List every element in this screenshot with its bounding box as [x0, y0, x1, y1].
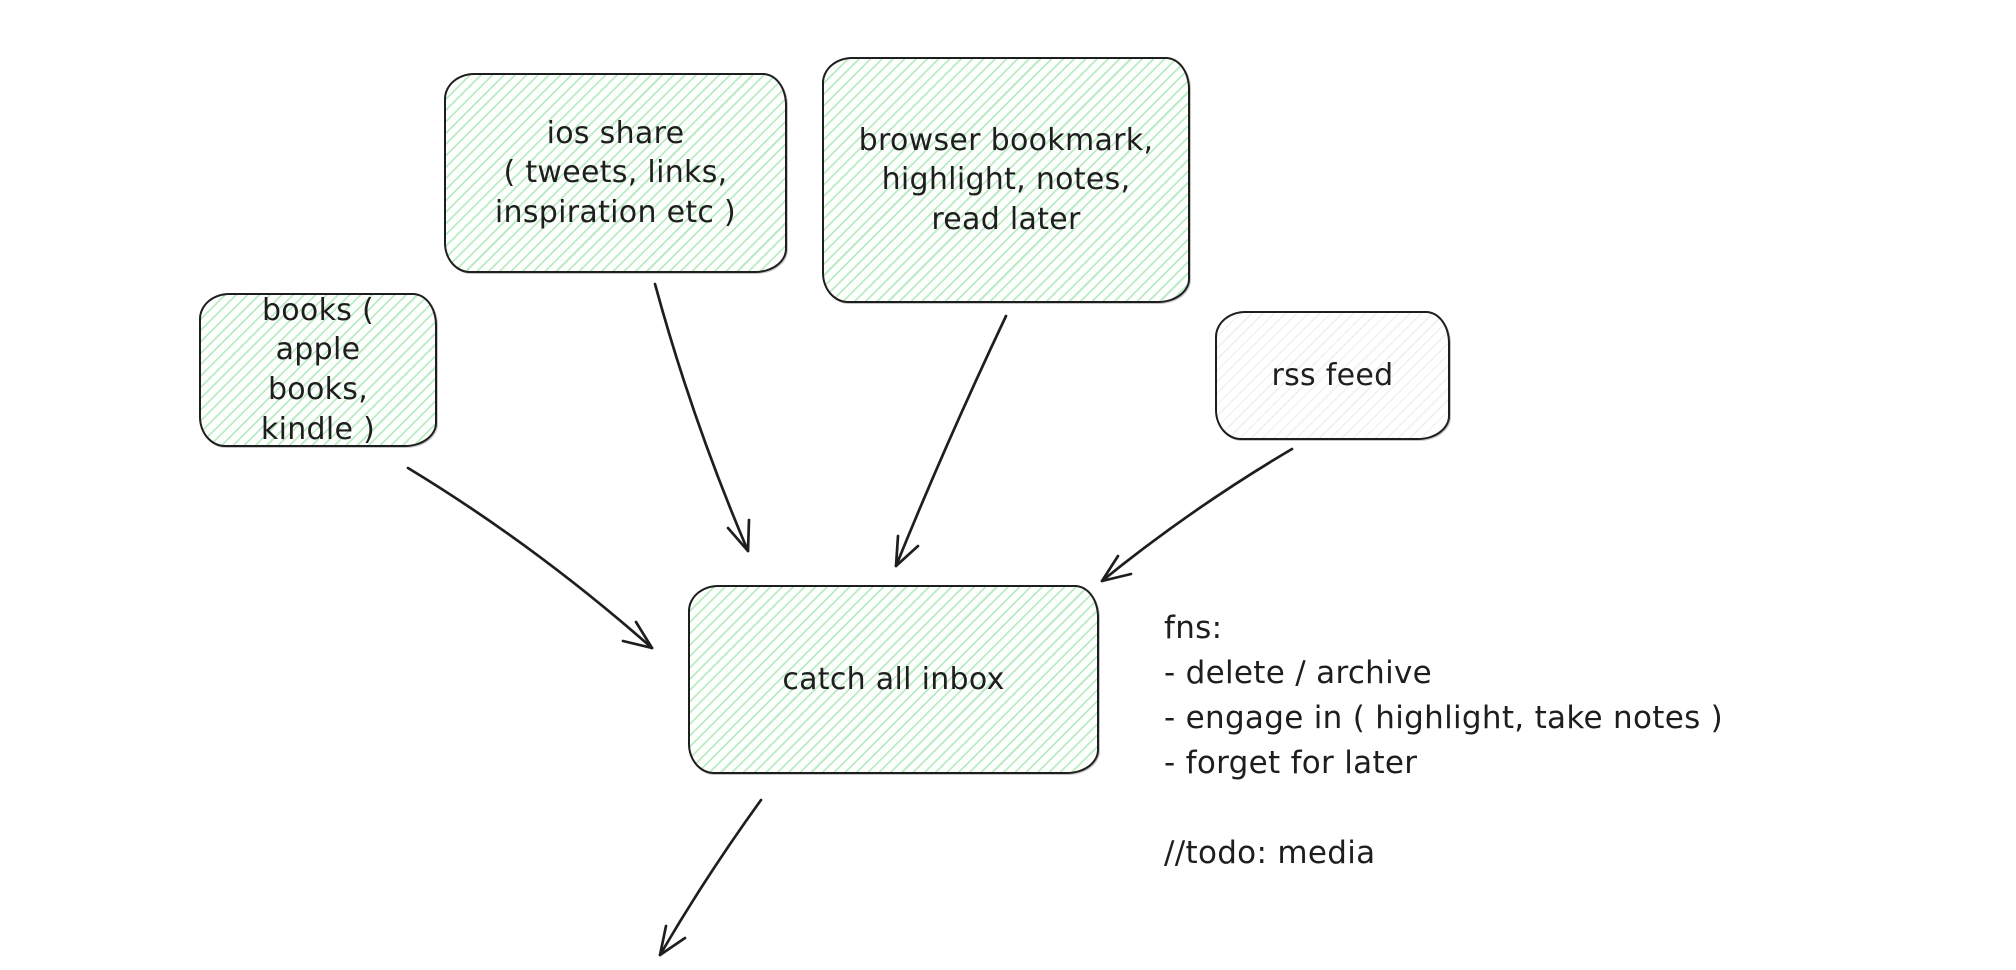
node-browser-bookmark-label: browser bookmark, highlight, notes, read… — [858, 122, 1154, 237]
arrow-browser-bookmark-to-inbox — [894, 314, 1008, 568]
arrow-books-to-inbox — [406, 466, 654, 650]
arrow-rss-feed-to-inbox — [1100, 447, 1294, 583]
node-catch-all-inbox-label: catch all inbox — [782, 661, 1005, 697]
fns-notes-text: fns: - delete / archive - engage in ( hi… — [1164, 610, 1724, 871]
node-catch-all-inbox: catch all inbox — [688, 585, 1099, 774]
node-books: books ( apple books, kindle ) — [199, 293, 437, 447]
arrow-inbox-down — [658, 798, 763, 957]
node-rss-feed: rss feed — [1215, 311, 1450, 440]
node-books-label: books ( apple books, kindle ) — [260, 292, 376, 447]
arrow-ios-share-to-inbox — [653, 282, 751, 553]
node-ios-share: ios share ( tweets, links, inspiration e… — [444, 73, 787, 273]
node-ios-share-label: ios share ( tweets, links, inspiration e… — [494, 115, 737, 230]
node-browser-bookmark: browser bookmark, highlight, notes, read… — [822, 57, 1190, 303]
node-rss-feed-label: rss feed — [1271, 357, 1394, 393]
